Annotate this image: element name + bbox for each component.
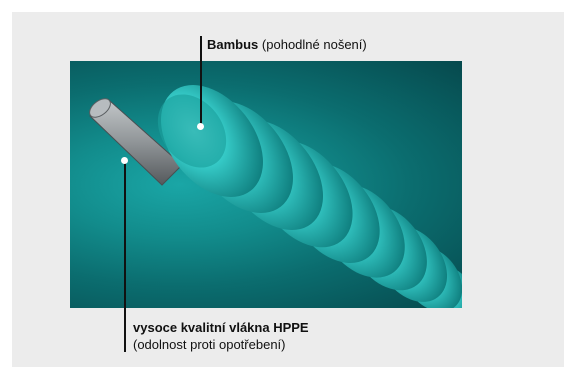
bamboo-sleeve [140, 65, 462, 308]
fiber-svg [70, 61, 462, 308]
fiber-detail: (odolnost proti opotřebení) [133, 336, 309, 353]
fiber-callout: vysoce kvalitní vlákna HPPE (odolnost pr… [133, 319, 309, 353]
fiber-title: vysoce kvalitní vlákna HPPE [133, 319, 309, 336]
bamboo-callout: Bambus (pohodlné nošení) [207, 36, 367, 53]
fiber-leader-line [124, 162, 126, 352]
bamboo-detail: (pohodlné nošení) [262, 37, 367, 52]
fiber-marker-dot [121, 157, 128, 164]
bamboo-leader-line [200, 36, 202, 126]
bamboo-title: Bambus [207, 37, 258, 52]
fiber-illustration [70, 61, 462, 308]
bamboo-marker-dot [197, 123, 204, 130]
